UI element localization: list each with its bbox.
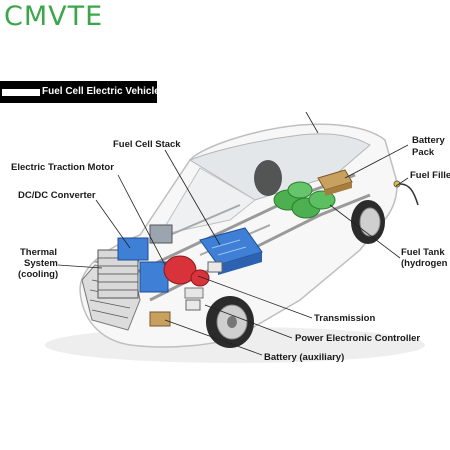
wheel-front: [206, 296, 254, 348]
component-fuel-tank: [273, 181, 336, 219]
title-bar: Fuel Cell Electric Vehicle: [0, 81, 160, 103]
label-fuel-tank-line1: Fuel Tank: [401, 247, 445, 258]
component-power-electronic-controller: [185, 261, 223, 311]
label-thermal-system-line1: Thermal: [20, 247, 57, 258]
label-thermal-system-line2: System: [24, 258, 58, 269]
label-fuel-tank-line2: (hydrogen: [401, 258, 448, 269]
component-battery-auxiliary: [149, 311, 171, 327]
label-battery-pack-line1: Battery: [412, 135, 445, 146]
brand-logo: CMVTE: [4, 1, 104, 32]
label-power-electronic-controller: Power Electronic Controller: [295, 333, 420, 344]
label-fuel-filler: Fuel Fille: [410, 170, 450, 181]
label-battery-pack-line2: Pack: [412, 147, 435, 158]
component-dcdc-converter: [117, 237, 149, 261]
wheel-rear: [351, 200, 385, 244]
label-electric-traction-motor: Electric Traction Motor: [11, 162, 114, 173]
label-fuel-cell-stack: Fuel Cell Stack: [113, 139, 181, 150]
leader-lines: [57, 111, 409, 356]
label-transmission: Transmission: [314, 313, 375, 324]
component-battery-pack: [317, 169, 353, 196]
redacted-mark: [2, 89, 40, 96]
label-dcdc-converter: DC/DC Converter: [18, 190, 96, 201]
label-thermal-system-line3: (cooling): [18, 269, 58, 280]
label-battery-auxiliary: Battery (auxiliary): [264, 352, 344, 363]
diagram-title: Fuel Cell Electric Vehicle: [42, 86, 160, 97]
component-electric-traction-motor: [139, 224, 173, 293]
component-transmission: [163, 255, 210, 299]
